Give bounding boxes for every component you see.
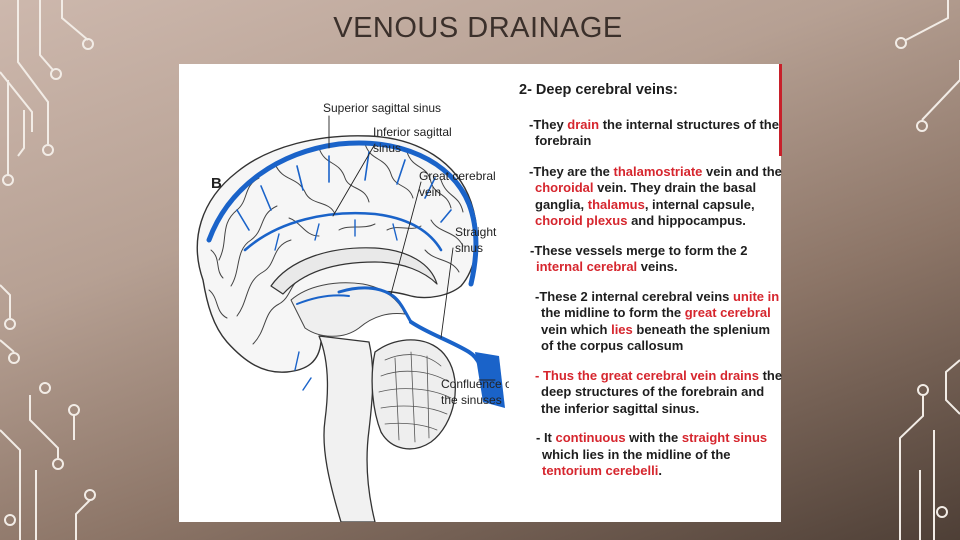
circuit-left-middle [0,284,96,540]
label-confluence-1: Confluence of [441,377,509,391]
label-inferior-sagittal-1: Inferior sagittal [373,125,452,139]
paragraph-drain: -They drain the internal structures of t… [529,116,779,149]
paragraph-thalamostriate: -They are the thalamostriate vein and th… [529,163,782,229]
paragraph-merge: -These vessels merge to form the 2 inter… [530,242,748,275]
venous-sinuses [206,140,487,391]
brain-venous-diagram: B Superior sagittal sinus Inferior sagit… [196,101,509,522]
content-panel: B Superior sagittal sinus Inferior sagit… [179,64,783,522]
section-heading: 2- Deep cerebral veins: [519,82,678,98]
cerebellum [371,339,456,450]
paragraph-thus: - Thus the great cerebral vein drains th… [535,367,783,416]
circuit-right-top [895,0,960,132]
inferior-sagittal-sinus-vessel [243,211,443,252]
diagram-letter: B [211,175,222,192]
label-great-cerebral-1: Great cerebral [419,169,496,183]
label-straight-sinus-2: sinus [455,241,483,255]
label-confluence-2: the sinuses [441,393,502,407]
great-cerebral-vein-vessel [337,286,413,324]
corpus-callosum [270,247,438,295]
superior-sagittal-sinus-vessel [206,140,479,287]
circuit-left-top [0,0,94,186]
label-straight-sinus-1: Straight [455,225,497,239]
label-great-cerebral-2: vein [419,185,441,199]
paragraph-unite: -These 2 internal cerebral veins unite i… [535,288,780,354]
internal-cerebral-vein [296,294,350,305]
cerebellum-folia [378,351,452,443]
label-superior-sagittal-sinus: Superior sagittal sinus [323,101,441,115]
circuit-right-bottom [899,359,960,540]
panel-edge-marker [779,64,782,156]
slide-title-text: VENOUS DRAINAGE [333,12,623,44]
leader-lines [328,115,496,381]
text-column: 2- Deep cerebral veins: -They drain the … [515,82,783,493]
slide-title: VENOUS DRAINAGE [0,12,960,45]
label-inferior-sagittal-2: sinus [373,141,401,155]
brainstem [318,335,376,522]
paragraph-continuous: - It continuous with the straight sinus … [536,430,768,478]
